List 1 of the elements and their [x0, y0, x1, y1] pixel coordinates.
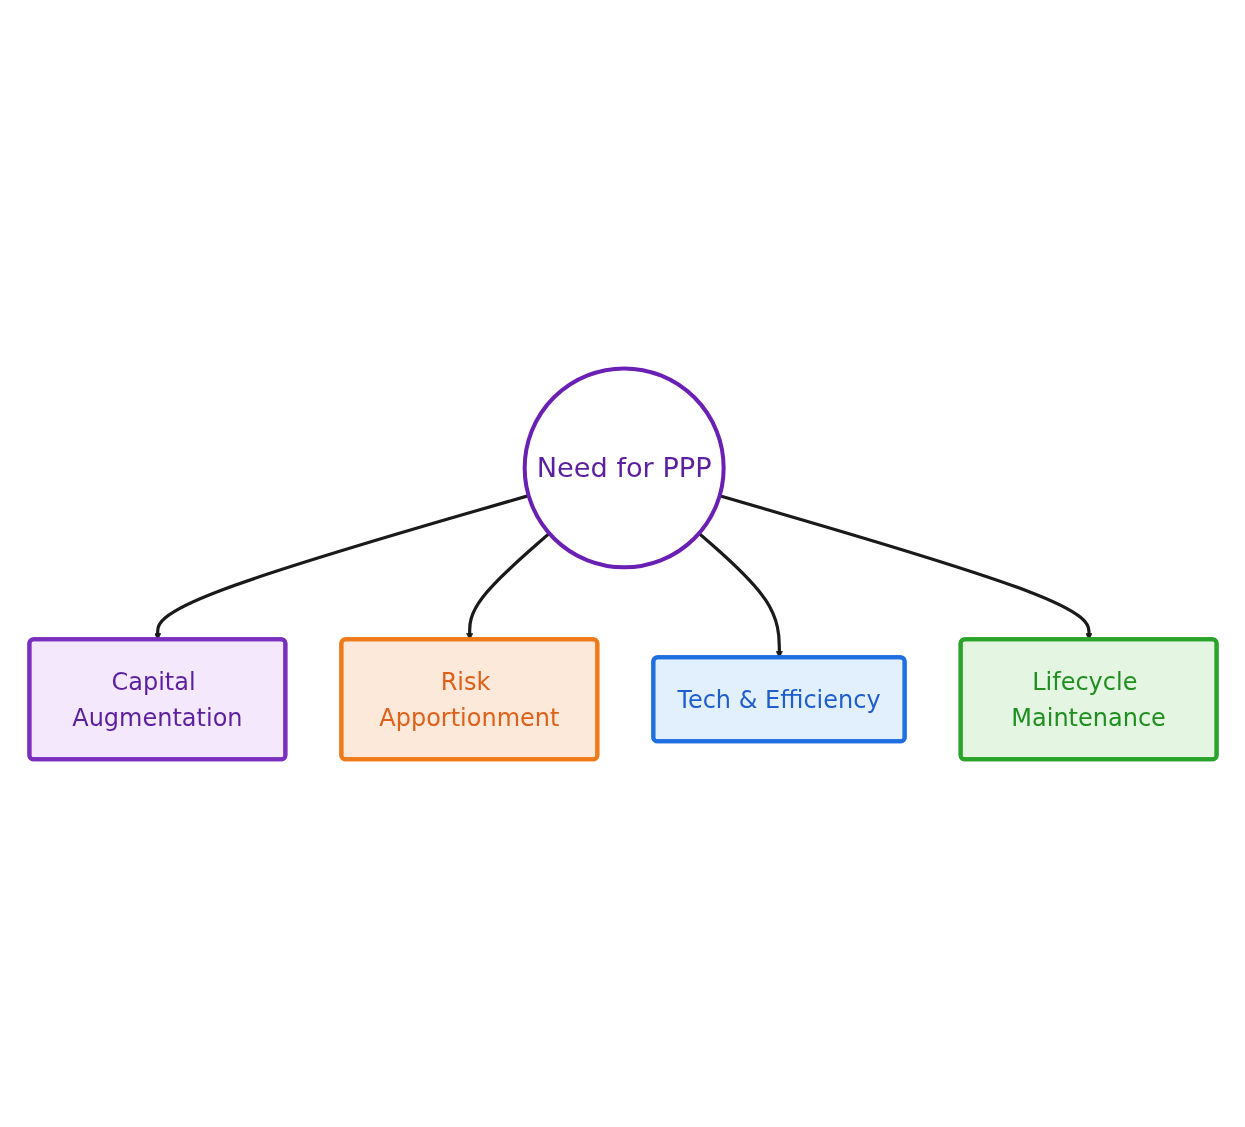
- node-circle: Need for PPP: [522, 366, 726, 569]
